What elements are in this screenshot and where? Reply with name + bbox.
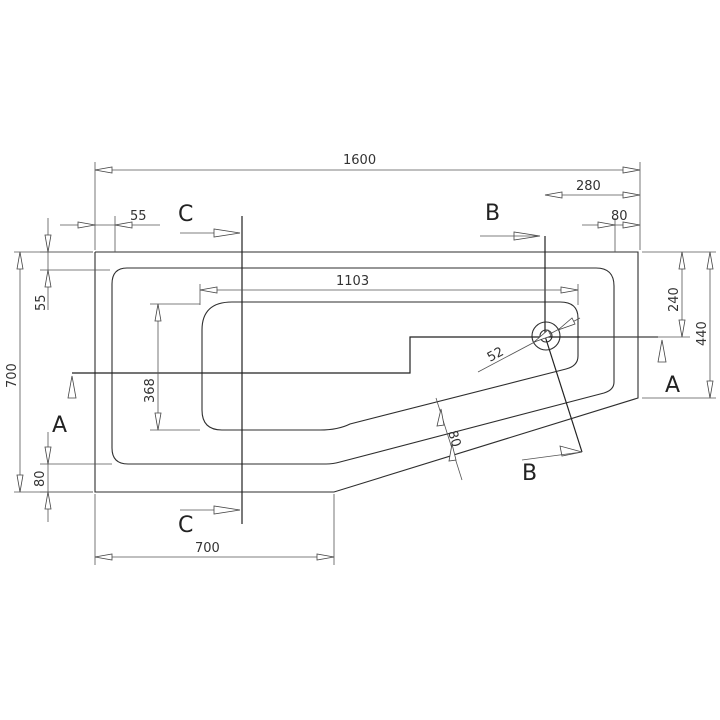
drain xyxy=(531,321,561,351)
dim-label-280: 280 xyxy=(576,179,601,194)
dim-label-80-bottom: 80 xyxy=(33,470,48,487)
dim-label-55-top: 55 xyxy=(130,209,147,224)
section-line-b xyxy=(544,236,583,453)
dim-label-1600: 1600 xyxy=(343,153,376,168)
section-c-bottom-arrow xyxy=(180,505,241,515)
section-label-b-bottom: B xyxy=(522,461,537,486)
dim-280 xyxy=(544,191,641,199)
dim-440-right xyxy=(642,251,716,399)
dim-55-left xyxy=(40,218,110,310)
bath-inner-rim xyxy=(111,267,615,465)
dim-80-bottom xyxy=(40,432,112,522)
dim-label-80-slope: 80 xyxy=(444,429,463,449)
dim-label-52: 52 xyxy=(485,345,507,366)
dim-label-368: 368 xyxy=(143,378,158,403)
dim-label-700-bottom: 700 xyxy=(195,541,220,556)
section-label-c-top: C xyxy=(178,202,193,227)
section-label-c-bottom: C xyxy=(178,513,193,538)
section-a-left-arrow xyxy=(67,375,77,399)
section-a-right-arrow xyxy=(657,339,667,363)
dim-700-left xyxy=(14,251,93,493)
dim-52-drain xyxy=(477,317,581,373)
section-label-a-right: A xyxy=(665,373,680,398)
dim-700-bottom xyxy=(94,494,335,565)
dim-1600 xyxy=(94,162,641,250)
dim-label-240: 240 xyxy=(667,287,682,312)
bath-basin-floor xyxy=(201,301,579,431)
dim-label-55-left: 55 xyxy=(34,294,49,311)
dim-label-1103: 1103 xyxy=(336,274,369,289)
dim-label-700-left: 700 xyxy=(5,363,20,388)
dim-label-440: 440 xyxy=(695,321,710,346)
dim-368 xyxy=(150,303,200,431)
section-c-top-arrow xyxy=(180,228,241,238)
bath-outer-rim xyxy=(94,251,639,493)
dim-80-end xyxy=(582,218,641,252)
section-b-top-arrow xyxy=(480,231,541,241)
section-label-b-top: B xyxy=(485,201,500,226)
section-line-a xyxy=(72,336,658,374)
dim-label-80-end: 80 xyxy=(611,209,628,224)
dim-240 xyxy=(580,251,690,338)
dim-80-slope xyxy=(435,397,463,481)
dim-55-top xyxy=(60,216,160,252)
dim-1103 xyxy=(199,284,579,305)
section-b-bottom-arrow xyxy=(521,445,583,461)
section-label-a-left: A xyxy=(52,413,67,438)
